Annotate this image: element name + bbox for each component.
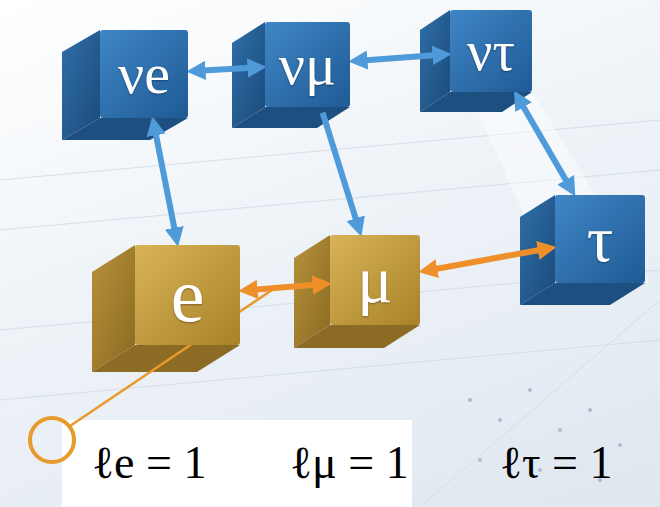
particle-cube: τ [555, 195, 645, 283]
lepton-number: ℓμ = 1 [290, 440, 409, 486]
light-beam [470, 92, 650, 283]
callout-circle [30, 418, 74, 462]
cube-side [92, 345, 240, 372]
particle-cube: νμ [265, 22, 350, 107]
particle-symbol: νe [118, 45, 170, 103]
particle-symbol: ντ [467, 23, 515, 79]
lepton-number: ℓe = 1 [92, 440, 206, 486]
cube-side [420, 92, 532, 112]
lepton-number: ℓτ = 1 [500, 440, 612, 486]
particle-symbol: e [171, 257, 205, 333]
cube-side [294, 325, 420, 348]
transition-arrow [518, 97, 572, 190]
particle-cube: νe [100, 30, 188, 118]
cube-side [520, 283, 645, 305]
transition-arrow [246, 284, 324, 290]
transition-arrow [356, 55, 444, 61]
particle-symbol: μ [357, 247, 392, 313]
transition-arrow [154, 124, 177, 239]
particle-symbol: τ [587, 206, 614, 272]
transition-arrow [194, 67, 259, 71]
particle-cube: μ [330, 235, 420, 325]
label-panel [62, 420, 412, 507]
cube-side [62, 118, 188, 140]
transition-arrow [323, 113, 360, 230]
particle-symbol: νμ [279, 36, 336, 94]
particle-cube: ντ [450, 10, 532, 92]
cube-side [232, 107, 350, 128]
transition-arrow [426, 248, 549, 270]
particle-cube: e [135, 245, 240, 345]
